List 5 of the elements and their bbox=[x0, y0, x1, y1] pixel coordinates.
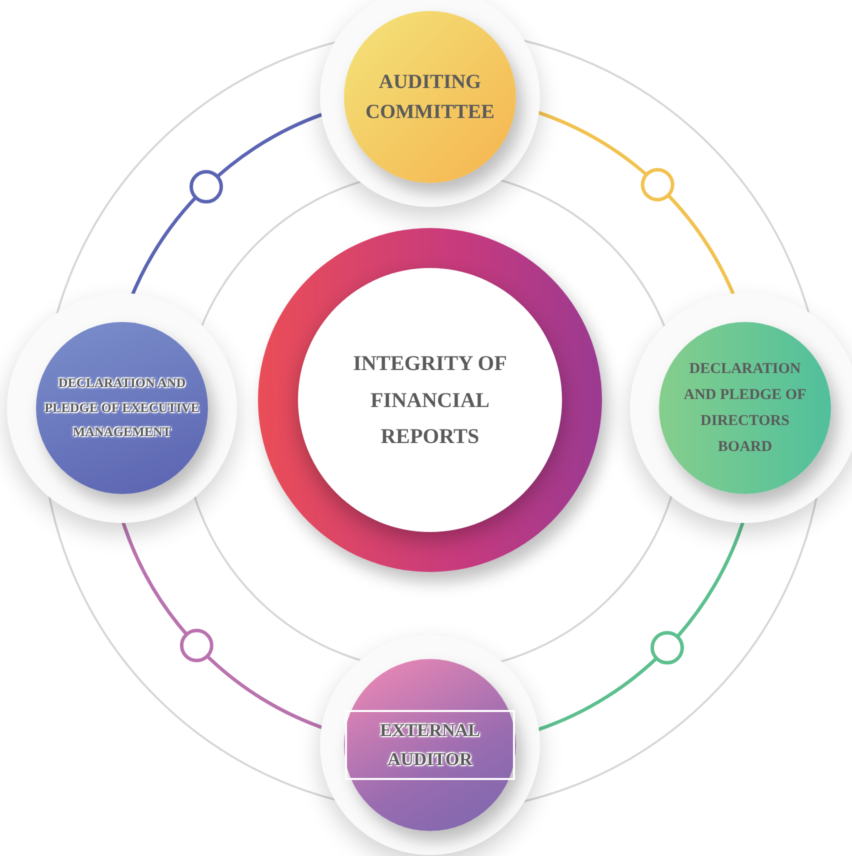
node-label: DECLARATION AND PLEDGE OF DIRECTORS BOARD bbox=[682, 360, 808, 458]
node-label: AUDITING COMMITTEE bbox=[364, 70, 496, 125]
node-label: EXTERNAL AUDITOR bbox=[345, 710, 515, 780]
node-label: DECLARATION AND PLEDGE OF EXECUTIVE MANAGEMENT bbox=[44, 374, 200, 442]
node-label: INTEGRITY OF FINANCIAL REPORTS bbox=[352, 350, 508, 450]
